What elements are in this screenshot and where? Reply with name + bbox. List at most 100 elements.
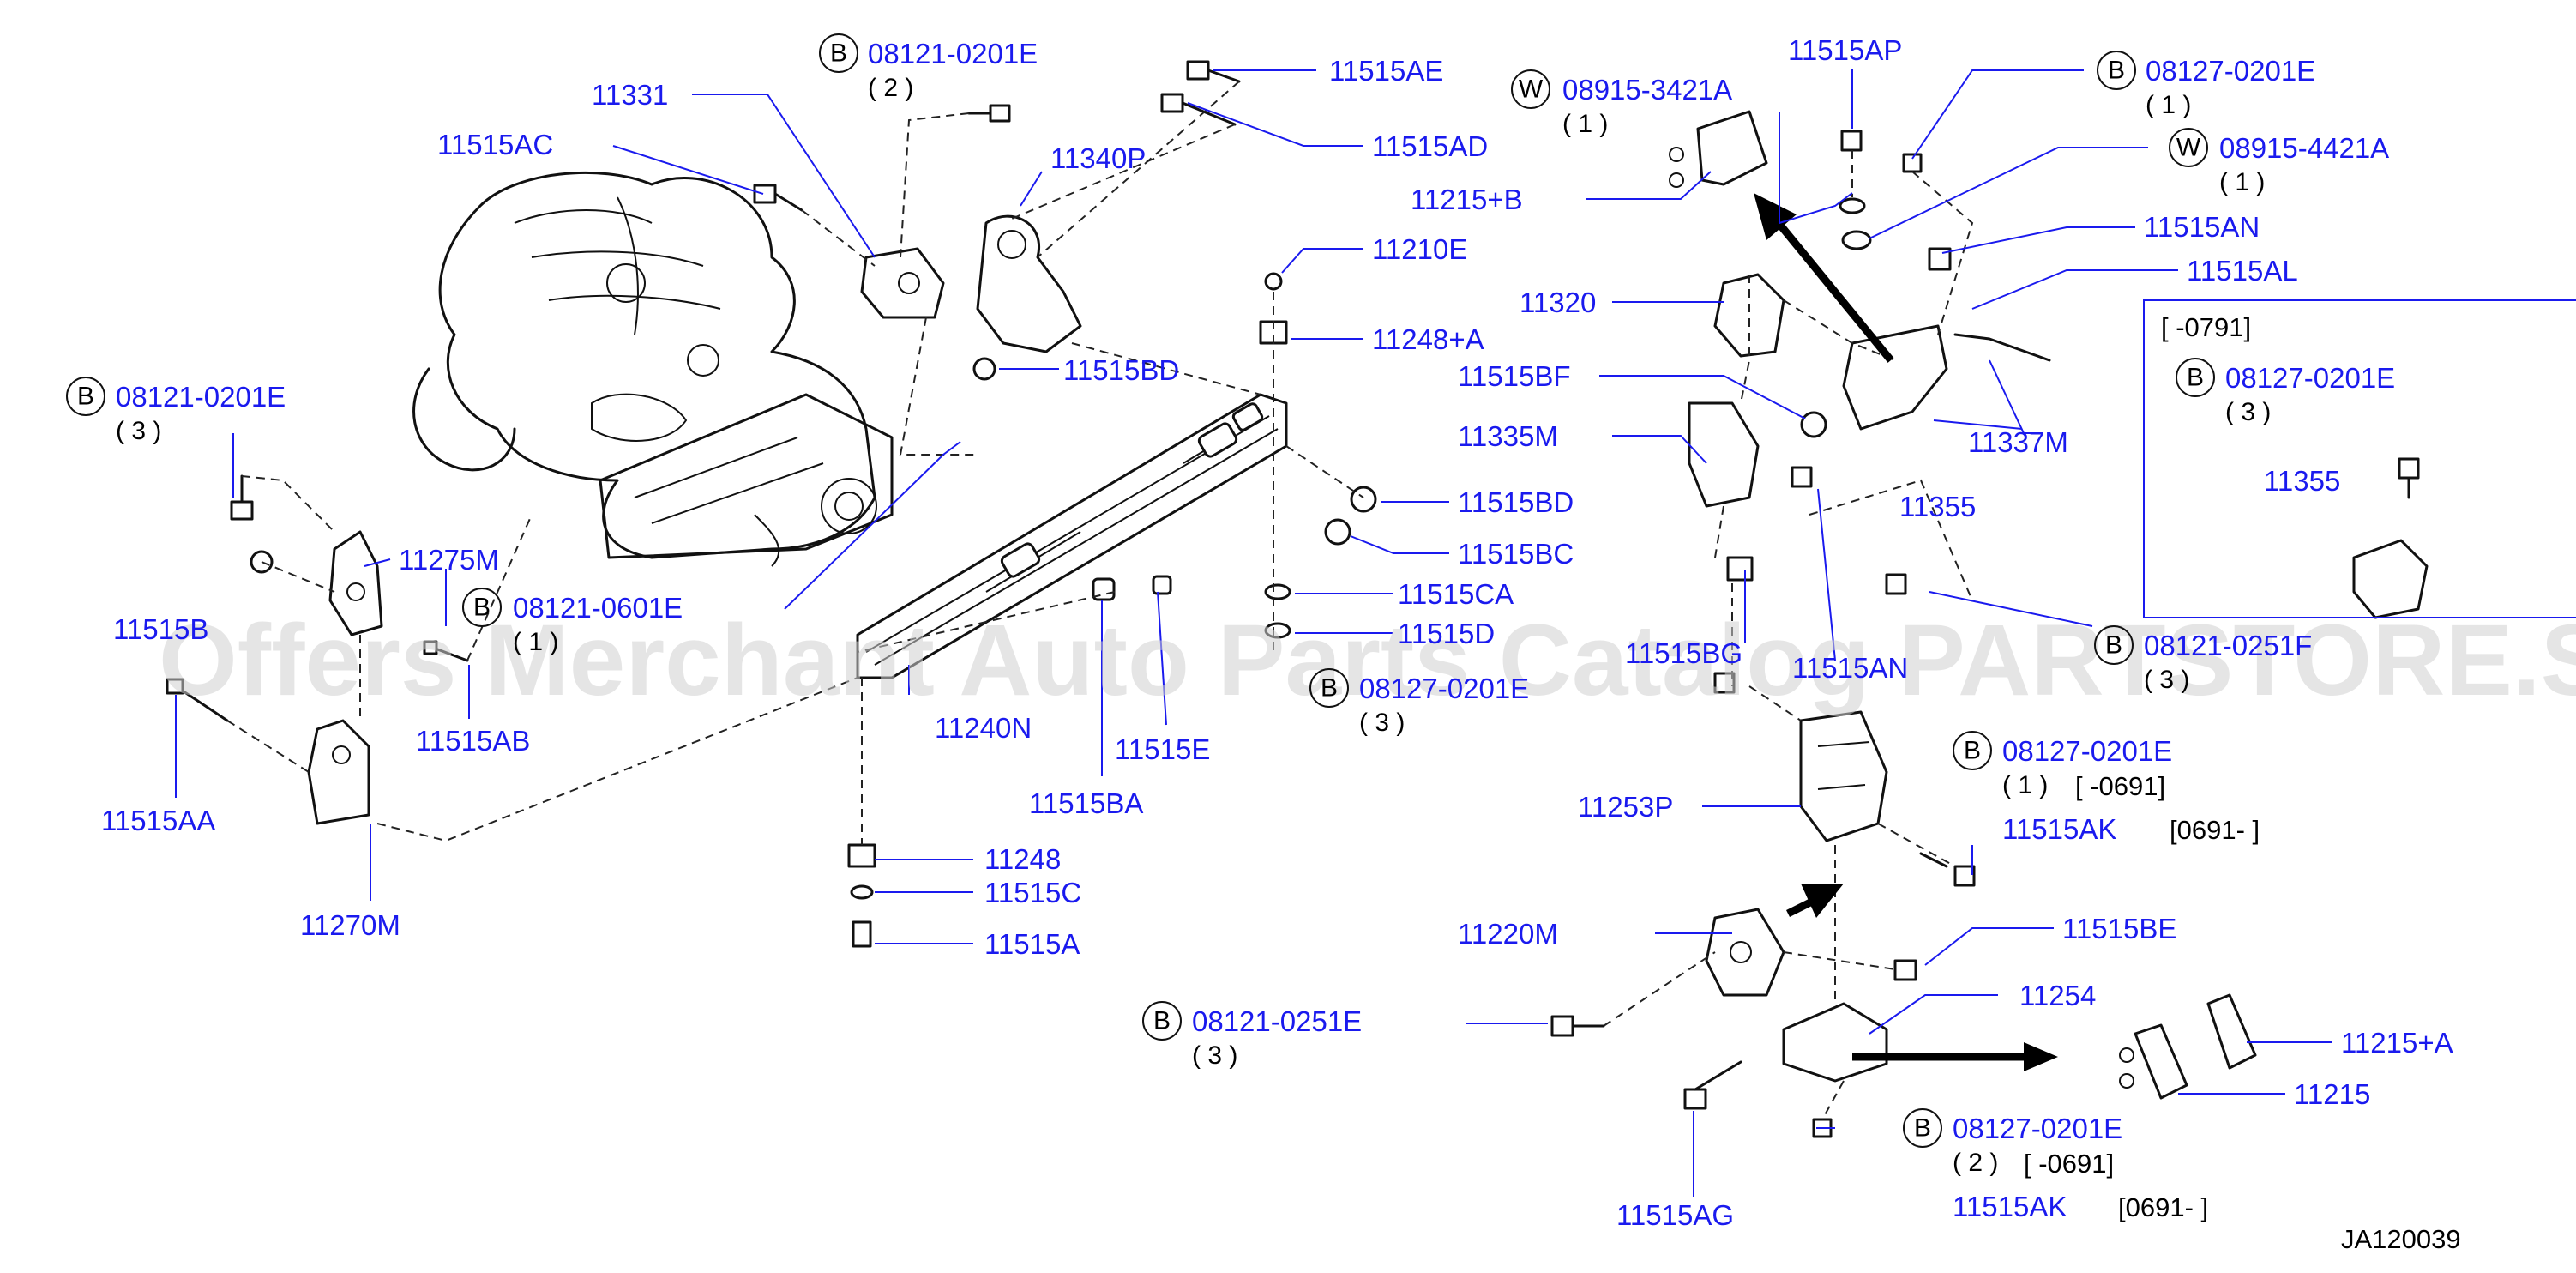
label-b-0601-qty: ( 1 )	[513, 628, 558, 656]
circle-b-0251f: B	[2094, 625, 2134, 665]
label-11215b: 11215+B	[1411, 184, 1523, 215]
bracket-11331	[860, 247, 945, 319]
label-w-tr-qty: ( 1 )	[2219, 168, 2265, 196]
label-11515ab: 11515AB	[416, 725, 530, 757]
label-box-b-code: 08127-0201E	[2225, 362, 2395, 394]
label-11515ak-a: 11515AK	[2002, 813, 2116, 845]
label-11515bd-b: 11515BD	[1458, 486, 1574, 518]
label-11337m: 11337M	[1968, 426, 2068, 458]
label-11515aa: 11515AA	[101, 805, 215, 836]
label-box-11355: 11355	[2264, 465, 2340, 497]
label-11515e: 11515E	[1115, 733, 1210, 765]
circle-w-tr: W	[2169, 128, 2208, 167]
label-b-k1-range1: [ -0691]	[2075, 771, 2165, 801]
diagram-id: JA120039	[2341, 1224, 2461, 1254]
label-b-0601-code: 08121-0601E	[513, 592, 683, 624]
label-b-top-code: 08121-0201E	[868, 38, 1038, 69]
svg-text:B: B	[1321, 674, 1338, 703]
circle-b-tr: B	[2097, 51, 2136, 90]
label-b-k2-code: 08127-0201E	[1953, 1113, 2122, 1144]
label-11515ca: 11515CA	[1398, 578, 1514, 610]
part-labels: 11331 11515AC 08121-0201E ( 2 ) 11515AE …	[101, 34, 2461, 1254]
label-box-b-qty: ( 3 )	[2225, 398, 2271, 426]
bracket-11253p	[1799, 710, 1888, 842]
label-11515be: 11515BE	[2062, 913, 2176, 944]
small-parts-right-lower	[1550, 852, 1976, 1138]
bracket-11254	[1782, 1002, 1888, 1083]
label-b-k1-qty: ( 1 )	[2002, 771, 2048, 799]
bolt-11515aa	[166, 678, 229, 722]
circle-b-0251e: B	[1142, 1001, 1182, 1041]
inset-box-frame	[2143, 299, 2576, 618]
label-11515c: 11515C	[984, 877, 1081, 908]
bracket-11340p	[976, 214, 1082, 353]
mount-11275m	[328, 530, 383, 636]
label-b-0251e-code: 08121-0251E	[1192, 1005, 1362, 1037]
leader-lines	[175, 69, 2332, 1197]
label-b-left-qty: ( 3 )	[116, 417, 161, 445]
circle-b-0601: B	[462, 588, 502, 627]
watermark: Offers Merchant Auto Parts Catalog PARTS…	[159, 604, 2576, 717]
mount-11220m	[1705, 908, 1785, 997]
label-11515ad: 11515AD	[1372, 130, 1488, 162]
label-11254: 11254	[2019, 980, 2096, 1011]
label-11248: 11248	[984, 843, 1061, 875]
rod-11337m	[1953, 333, 2051, 362]
svg-text:B: B	[2105, 631, 2122, 660]
label-b-left-code: 08121-0201E	[116, 381, 286, 413]
engine-block-drawing	[412, 171, 894, 567]
label-11515ae: 11515AE	[1329, 55, 1443, 87]
label-b-0251e-qty: ( 3 )	[1192, 1041, 1237, 1070]
label-11515ak-b: 11515AK	[1953, 1191, 2067, 1222]
label-w-tr-code: 08915-4421A	[2219, 132, 2389, 164]
circle-b-left: B	[66, 377, 105, 416]
label-11515al: 11515AL	[2187, 255, 2298, 287]
label-b-mid-qty: ( 3 )	[1359, 709, 1405, 737]
svg-text:B: B	[77, 383, 94, 411]
bracket-11355	[1842, 324, 1948, 431]
label-11515bf: 11515BF	[1458, 360, 1570, 392]
label-11515b: 11515B	[113, 613, 208, 645]
label-11215: 11215	[2294, 1078, 2370, 1110]
circle-b-k1: B	[1953, 731, 1992, 770]
label-w-top-code: 08915-3421A	[1562, 74, 1732, 106]
label-11515d: 11515D	[1398, 618, 1495, 649]
label-b-0251f-qty: ( 3 )	[2144, 666, 2189, 694]
mount-11215	[2119, 1023, 2188, 1100]
label-11253p: 11253P	[1578, 791, 1673, 823]
stack-center	[847, 272, 1377, 948]
svg-text:B: B	[1964, 737, 1981, 765]
svg-text:W: W	[2176, 134, 2201, 162]
label-b-k2-range1: [ -0691]	[2024, 1149, 2114, 1179]
label-11210e: 11210E	[1372, 233, 1467, 265]
label-11515bc: 11515BC	[1458, 538, 1574, 570]
label-11248a: 11248+A	[1372, 323, 1484, 355]
label-11515an-b: 11515AN	[1792, 652, 1908, 684]
label-w-top-qty: ( 1 )	[1562, 110, 1608, 138]
label-b-top-qty: ( 2 )	[868, 74, 913, 102]
svg-text:B: B	[2187, 364, 2204, 392]
label-b-k2-qty: ( 2 )	[1953, 1149, 1998, 1177]
label-b-tr-code: 08127-0201E	[2146, 55, 2315, 87]
label-11515a: 11515A	[984, 928, 1080, 960]
label-box-range: [ -0791]	[2161, 312, 2251, 342]
direction-arrows	[1754, 193, 2058, 1071]
circle-b-box: B	[2176, 358, 2215, 397]
bolt-11515ae	[1186, 60, 1241, 83]
svg-text:B: B	[2108, 57, 2125, 85]
label-11355-a: 11355	[1899, 491, 1976, 522]
svg-text:W: W	[1519, 75, 1544, 104]
label-11515ba: 11515BA	[1029, 787, 1143, 819]
label-b-k1-code: 08127-0201E	[2002, 735, 2172, 767]
label-11320: 11320	[1520, 287, 1596, 318]
circle-b-mid: B	[1309, 668, 1349, 708]
label-11515ag: 11515AG	[1616, 1199, 1734, 1231]
svg-text:B: B	[830, 39, 847, 68]
mount-11270m	[307, 719, 370, 825]
circle-badges: B B B B W B W B B B B B	[66, 33, 2215, 1148]
label-b-0251f-code: 08121-0251F	[2144, 630, 2312, 661]
circle-w-top: W	[1511, 69, 1550, 109]
label-b-k2-range2: [0691- ]	[2118, 1192, 2208, 1222]
label-11515an-a: 11515AN	[2144, 211, 2260, 243]
